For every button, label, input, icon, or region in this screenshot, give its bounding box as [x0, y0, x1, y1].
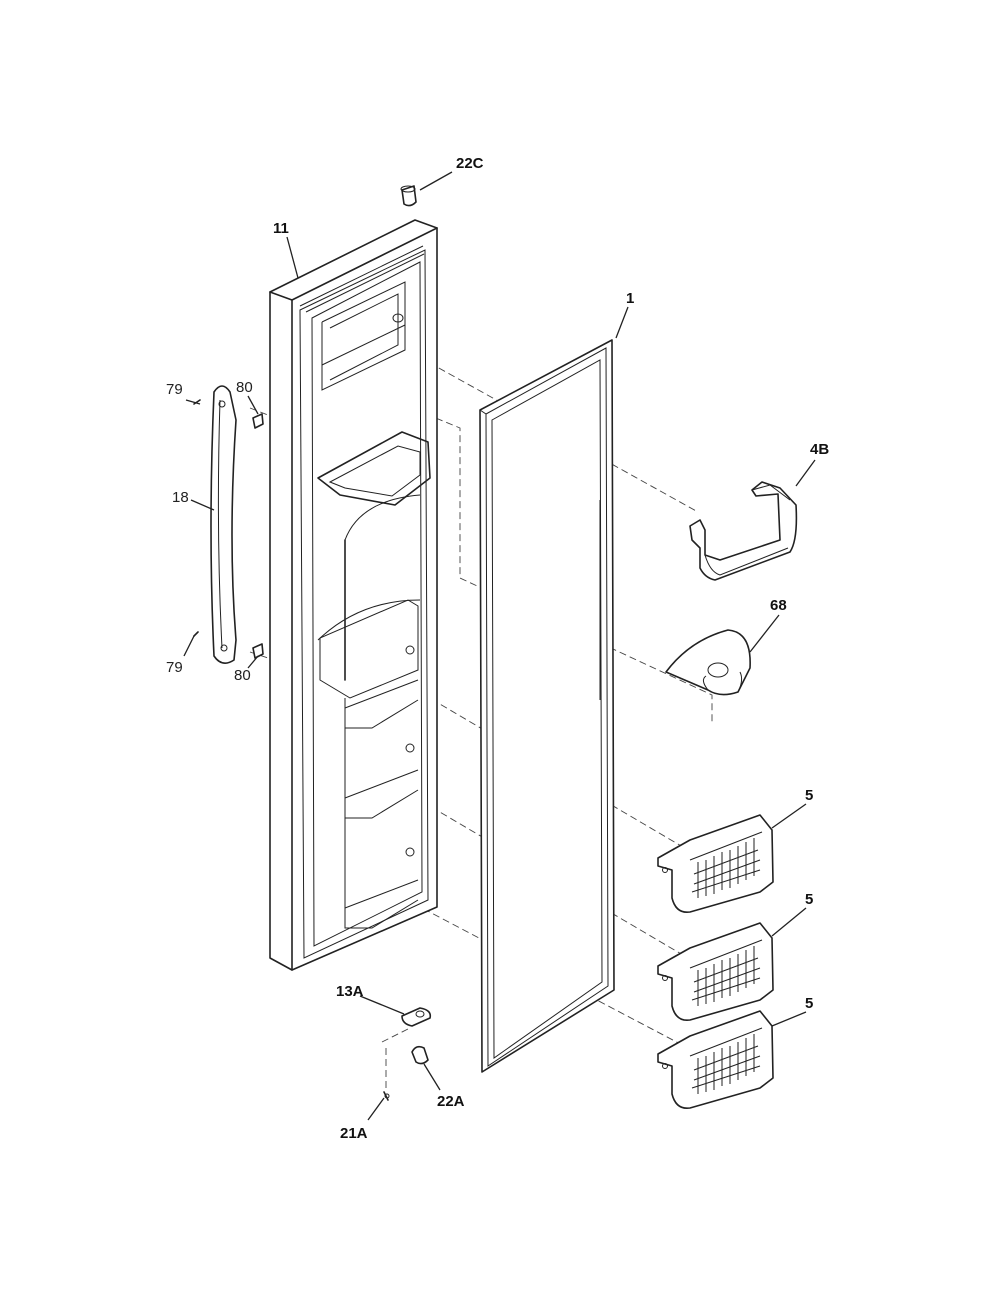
wire-bin-5-a: [657, 814, 774, 914]
screws-79: [193, 399, 201, 637]
wire-bin-5-b: [657, 922, 774, 1022]
ice-funnel-68: [665, 629, 751, 696]
leader-lines: [183, 171, 816, 1121]
label-18: 18: [172, 489, 189, 506]
part-labels: 22C 11 1 79 80 18 4B 68 79 80 5 5 5 13A …: [166, 155, 829, 1142]
freezer-door-11: [269, 219, 438, 971]
wire-bin-5-c: [657, 1010, 774, 1110]
label-5-b: 5: [805, 891, 813, 908]
hinge-bushing-22c: [400, 185, 417, 207]
door-gasket-1: [479, 339, 615, 1073]
label-21a: 21A: [340, 1125, 368, 1142]
door-shelves: [319, 599, 419, 929]
label-79-bottom: 79: [166, 659, 183, 676]
studs-80: [252, 413, 264, 659]
label-79-top: 79: [166, 381, 183, 398]
screw-21a: [383, 1091, 390, 1101]
label-22a: 22A: [437, 1093, 465, 1110]
bottom-hinge-13a: [401, 1007, 432, 1027]
label-80-top: 80: [236, 379, 253, 396]
bottom-bushing-22a: [411, 1045, 429, 1065]
label-13a: 13A: [336, 983, 364, 1000]
label-4b: 4B: [810, 441, 829, 458]
label-22c: 22C: [456, 155, 484, 172]
label-1: 1: [626, 290, 634, 307]
label-11: 11: [273, 220, 289, 237]
label-5-a: 5: [805, 787, 813, 804]
door-bin-4b: [689, 481, 798, 581]
door-handle-18: [210, 385, 237, 664]
label-68: 68: [770, 597, 787, 614]
label-80-bottom: 80: [234, 667, 251, 684]
label-5-c: 5: [805, 995, 813, 1012]
